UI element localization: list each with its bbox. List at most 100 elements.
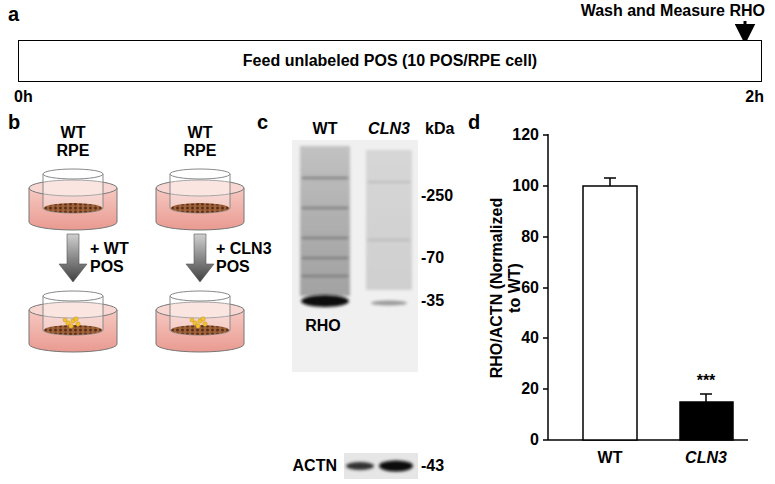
marker-size: -43: [421, 457, 444, 475]
figure-part: [368, 182, 410, 240]
figure-part: [76, 322, 80, 326]
pos-particles: [63, 317, 207, 328]
protein-label: RHO: [305, 317, 341, 335]
axis-tick-holder: 80: [521, 228, 539, 246]
dish-heading: WT RPE: [28, 124, 118, 167]
figure-part: [705, 394, 707, 402]
western-blot: [292, 140, 418, 479]
time-label: 0h: [14, 88, 33, 106]
marker-size-holder: -35: [421, 292, 444, 310]
axis-tick: 40: [521, 329, 539, 347]
treatment-label-holder: + CLN3 POS: [216, 240, 280, 277]
figure-part: [29, 291, 117, 352]
axis-tick-holder: 60: [521, 278, 539, 296]
figure-part: [156, 291, 244, 352]
axis-tick-holder: 0: [530, 431, 539, 449]
figure-part: [368, 239, 410, 241]
figure-part: [59, 234, 87, 282]
unit-label: kDa: [425, 120, 454, 138]
significance-mark: ***: [697, 372, 716, 390]
axis-title-holder: RHO/ACTN (Normalized to WT): [488, 193, 525, 383]
figure-part: [29, 169, 117, 230]
significance-mark-holder: ***: [697, 372, 716, 390]
protein-label-holder: ACTN: [293, 457, 337, 475]
panel-letter-holder: b: [8, 111, 20, 134]
figure-part: [700, 393, 712, 395]
marker-size: -35: [421, 292, 444, 310]
marker-size: -70: [421, 249, 444, 267]
treatment-label-holder: + WT POS: [90, 240, 138, 277]
protein-label: ACTN: [293, 457, 337, 475]
category-label: WT: [598, 449, 623, 467]
figure-part: [379, 461, 413, 472]
figure-part: [156, 169, 244, 230]
figure-part: [368, 181, 410, 183]
bar-chart: [543, 134, 748, 440]
marker-size-holder: -250: [421, 187, 453, 205]
category-label-holder: CLN3: [685, 449, 727, 467]
panel-letter: d: [468, 111, 480, 134]
figure-part: [74, 317, 78, 321]
time-label-holder: 0h: [14, 88, 33, 106]
wt-bar: [583, 186, 637, 440]
figure-part: [292, 140, 418, 372]
measure-arrow: [744, 21, 747, 34]
figure-part: [203, 322, 207, 326]
figure-part: [543, 388, 548, 390]
panel-letter-holder: d: [468, 111, 480, 134]
node-text: WT RPE: [48, 124, 98, 161]
treatment-label: + WT POS: [90, 240, 138, 277]
figure-part: [547, 134, 549, 440]
dish-heading: WT RPE: [155, 124, 245, 167]
axis-tick: 120: [512, 126, 539, 144]
timeline-box: Feed unlabeled POS (10 POS/RPE cell): [18, 40, 762, 82]
lane-label: CLN3: [368, 120, 410, 138]
panel-letter: a: [8, 3, 19, 26]
figure-part: [543, 236, 548, 238]
figure-part: [190, 318, 194, 322]
lane-label-holder: WT: [313, 120, 338, 138]
transwell-dishes: [29, 169, 244, 352]
lane-label: WT: [313, 120, 338, 138]
figure-part: [604, 177, 616, 179]
figure-part: [302, 178, 348, 276]
time-label-holder: 2h: [745, 88, 764, 106]
treatment-label: + CLN3 POS: [216, 240, 280, 277]
panel-letter: b: [8, 111, 20, 134]
axis-tick: 60: [521, 278, 539, 296]
figure-part: [543, 134, 548, 136]
axis-tick-holder: 40: [521, 329, 539, 347]
time-label: 2h: [745, 88, 764, 106]
figure-part: [371, 301, 407, 306]
axis-tick: 100: [512, 177, 539, 195]
node-text: Feed unlabeled POS (10 POS/RPE cell): [243, 52, 537, 70]
category-label: CLN3: [685, 449, 727, 467]
axis-tick-holder: 100: [512, 177, 539, 195]
protein-label-holder: RHO: [305, 317, 341, 335]
figure-part: [344, 453, 418, 479]
category-label-holder: WT: [598, 449, 623, 467]
measure-note: Wash and Measure RHO: [581, 2, 765, 20]
axis-tick: 0: [530, 431, 539, 449]
panel-letter-holder: a: [8, 3, 19, 26]
figure-part: [302, 275, 348, 277]
figure-part: [366, 150, 412, 290]
marker-size: -250: [421, 187, 453, 205]
node-text: WT RPE: [175, 124, 225, 161]
unit-label-holder: kDa: [425, 120, 454, 138]
figure-part: [63, 318, 67, 322]
axis-tick-holder: 120: [512, 126, 539, 144]
axis-tick-holder: 20: [521, 380, 539, 398]
cln3-bar: [680, 402, 733, 440]
marker-size-holder: -70: [421, 249, 444, 267]
axis-title: RHO/ACTN (Normalized to WT): [488, 193, 525, 383]
figure-part: [543, 439, 548, 441]
axis-tick: 80: [521, 228, 539, 246]
figure-part: [346, 462, 374, 470]
figure-part: [302, 237, 348, 239]
figure-part: [609, 178, 611, 186]
figure-part: [543, 337, 548, 339]
figure-part: [201, 317, 205, 321]
figure-part: [186, 234, 214, 282]
figure-part: [69, 324, 73, 328]
